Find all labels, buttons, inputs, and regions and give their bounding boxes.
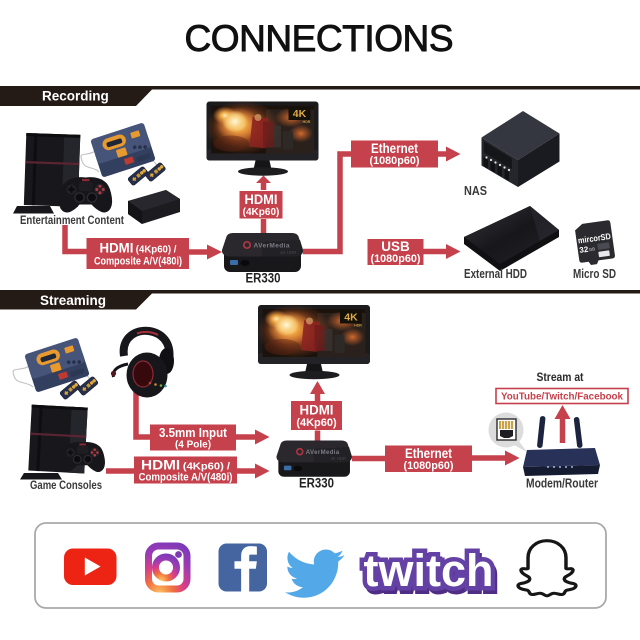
svg-text:(1080p60): (1080p60): [371, 253, 421, 265]
svg-text:Ethernet: Ethernet: [405, 446, 452, 461]
svg-text:Composite A/V(480i): Composite A/V(480i): [94, 256, 182, 268]
svg-text:Stream at: Stream at: [537, 370, 584, 384]
svg-text:USB: USB: [381, 239, 410, 254]
svg-text:NAS: NAS: [464, 183, 487, 198]
svg-text:3.5mm Input: 3.5mm Input: [159, 425, 228, 440]
svg-text:Recording: Recording: [42, 89, 109, 104]
svg-text:(1080p60): (1080p60): [370, 155, 420, 167]
svg-text:ER330: ER330: [246, 271, 281, 286]
svg-text:HDMI: HDMI: [245, 192, 278, 207]
svg-text:twitch: twitch: [364, 545, 494, 596]
svg-text:(4 Pole): (4 Pole): [175, 440, 211, 451]
svg-text:GB: GB: [589, 246, 596, 252]
svg-text:mircorSD: mircorSD: [577, 231, 611, 245]
svg-text:twitch: twitch: [364, 545, 494, 596]
svg-text:YouTube/Twitch/Facebook: YouTube/Twitch/Facebook: [501, 391, 623, 403]
svg-text:ER330: ER330: [299, 476, 334, 491]
svg-text:Micro SD: Micro SD: [573, 267, 616, 281]
svg-text:Composite A/V(480i): Composite A/V(480i): [139, 472, 233, 484]
svg-text:Streaming: Streaming: [40, 293, 106, 308]
svg-text:Game Consoles: Game Consoles: [30, 478, 102, 492]
svg-text:HDMI(4Kp60) /: HDMI(4Kp60) /: [141, 457, 230, 473]
svg-text:Entertainment Content: Entertainment Content: [20, 213, 124, 227]
svg-text:HDMI(4Kp60) /: HDMI(4Kp60) /: [100, 240, 177, 256]
svg-text:HDMI: HDMI: [300, 402, 334, 418]
svg-text:(4Kp60): (4Kp60): [296, 417, 337, 429]
svg-text:External HDD: External HDD: [464, 267, 527, 281]
svg-text:(4Kp60): (4Kp60): [243, 207, 280, 218]
svg-text:Modem/Router: Modem/Router: [526, 477, 598, 491]
svg-text:CONNECTIONS: CONNECTIONS: [185, 18, 456, 59]
svg-text:Ethernet: Ethernet: [371, 141, 418, 156]
svg-text:twitch: twitch: [366, 549, 496, 600]
svg-text:32: 32: [579, 245, 590, 255]
svg-text:(1080p60): (1080p60): [404, 460, 454, 472]
